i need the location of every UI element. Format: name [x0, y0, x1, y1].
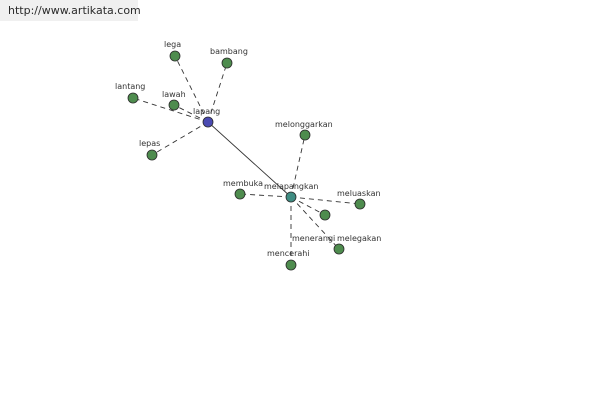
leaf-node-lantang[interactable]: lantang — [115, 82, 145, 104]
edge-melapangkan-melonggarkan — [290, 134, 306, 198]
leaf-node-label-lega: lega — [164, 40, 181, 49]
hub-node-dot-melapangkan[interactable] — [285, 191, 297, 203]
leaf-node-dot-melegakan[interactable] — [333, 243, 345, 255]
hub-node-lapang[interactable]: lapang — [193, 107, 220, 128]
leaf-node-label-lepas: lepas — [139, 139, 160, 148]
source-link[interactable]: http://www.artikata.com — [8, 4, 141, 17]
leaf-node-label-lantang: lantang — [115, 82, 145, 91]
hub-node-melapangkan[interactable]: melapangkan — [264, 182, 318, 203]
edge-melapangkan-menerangi — [290, 196, 326, 216]
leaf-node-label-melonggarkan: melonggarkan — [275, 120, 333, 129]
leaf-node-dot-mencerahi[interactable] — [285, 259, 297, 271]
leaf-node-label-bambang: bambang — [210, 47, 248, 56]
leaf-node-label-melegakan: melegakan — [337, 234, 381, 243]
edge-lapang-lega — [174, 55, 209, 123]
leaf-node-menerangi[interactable]: menerangi — [292, 209, 335, 243]
hub-node-label-lapang: lapang — [193, 107, 220, 116]
leaf-node-label-membuka: membuka — [223, 179, 263, 188]
leaf-node-lepas[interactable]: lepas — [139, 139, 160, 161]
leaf-node-dot-menerangi[interactable] — [319, 209, 331, 221]
edge-lapang-bambang — [207, 62, 228, 123]
leaf-node-dot-lantang[interactable] — [127, 92, 139, 104]
leaf-node-meluaskan[interactable]: meluaskan — [337, 189, 381, 210]
leaf-node-dot-lepas[interactable] — [146, 149, 158, 161]
leaf-node-lawah[interactable]: lawah — [162, 90, 186, 111]
leaf-node-dot-lega[interactable] — [169, 50, 181, 62]
leaf-node-melegakan[interactable]: melegakan — [333, 234, 381, 255]
leaf-node-dot-meluaskan[interactable] — [354, 198, 366, 210]
leaf-node-dot-bambang[interactable] — [221, 57, 233, 69]
edge-lapang-lantang — [132, 97, 209, 123]
leaf-node-membuka[interactable]: membuka — [223, 179, 263, 200]
leaf-node-dot-lawah[interactable] — [168, 99, 180, 111]
edge-melapangkan-membuka — [239, 193, 292, 198]
source-banner: http://www.artikata.com — [0, 0, 141, 21]
edge-lapang-melapangkan — [207, 121, 292, 198]
leaf-node-label-mencerahi: mencerahi — [267, 249, 310, 258]
leaf-node-label-menerangi: menerangi — [292, 234, 335, 243]
leaf-node-mencerahi[interactable]: mencerahi — [267, 249, 310, 271]
edge-lapang-lepas — [151, 121, 209, 156]
leaf-node-label-lawah: lawah — [162, 90, 186, 99]
hub-node-label-melapangkan: melapangkan — [264, 182, 318, 191]
graph-edges — [132, 55, 361, 265]
leaf-node-lega[interactable]: lega — [164, 40, 181, 62]
graph-nodes: lega bambang lantang lawah lepas melonggarkan… — [115, 40, 381, 271]
leaf-node-dot-melonggarkan[interactable] — [299, 129, 311, 141]
edge-lapang-lawah — [173, 104, 209, 123]
edge-melapangkan-meluaskan — [290, 196, 361, 205]
edge-melapangkan-melegakan — [290, 196, 340, 250]
leaf-node-label-meluaskan: meluaskan — [337, 189, 381, 198]
leaf-node-bambang[interactable]: bambang — [210, 47, 248, 69]
hub-node-dot-lapang[interactable] — [202, 116, 214, 128]
leaf-node-dot-membuka[interactable] — [234, 188, 246, 200]
leaf-node-melonggarkan[interactable]: melonggarkan — [275, 120, 333, 141]
